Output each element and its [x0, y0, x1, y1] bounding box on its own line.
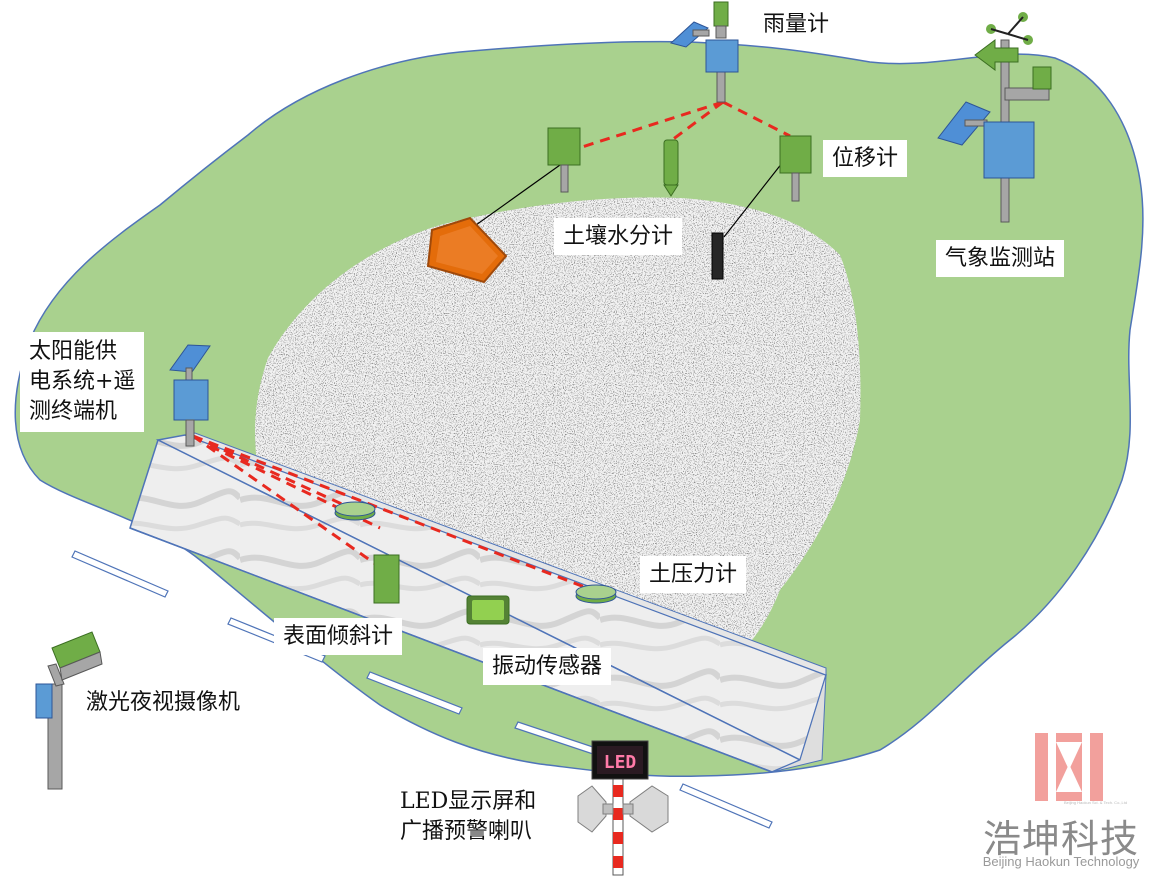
logo-tiny-text: Beijing Haokun Sci. & Tech. Co.,Ltd [1064, 800, 1128, 805]
led-warning-station: LED [577, 740, 669, 876]
target-highlight [436, 226, 498, 274]
surface-inclinometer [373, 554, 400, 604]
earth-pressure-gauge-1 [334, 501, 376, 521]
soil-moisture-sensor [547, 127, 581, 193]
label-vibration-sensor: 振动传感器 [483, 648, 612, 685]
label-led-speaker: LED显示屏和 广播预警喇叭 [400, 789, 537, 844]
label-weather-station: 气象监测站 [936, 240, 1065, 277]
label-surface-inclinometer: 表面倾斜计 [274, 618, 403, 655]
label-solar-terminal: 太阳能供 电系统+遥 测终端机 [20, 332, 145, 432]
rain-gauge [669, 1, 739, 103]
vibration-sensor [466, 595, 510, 625]
solar-telemetry-terminal [169, 344, 211, 447]
label-soil-moisture: 土壤水分计 [554, 218, 683, 255]
logo-english-name: Beijing Haokun Technology [982, 854, 1140, 869]
earth-pressure-gauge-2 [575, 584, 617, 604]
led-screen-text: LED [604, 752, 637, 773]
soil-moisture-probe [711, 232, 724, 280]
label-rain-gauge: 雨量计 [754, 6, 839, 43]
label-displacement-meter: 位移计 [823, 140, 908, 177]
weather-station [937, 12, 1052, 223]
label-night-camera: 激光夜视摄像机 [77, 684, 250, 721]
haokun-logo: Beijing Haokun Sci. & Tech. Co.,Ltd 浩坤科技… [966, 730, 1156, 877]
probe-pin [663, 139, 679, 197]
night-vision-camera [35, 631, 103, 790]
displacement-sensor [779, 135, 812, 202]
leader-lines [475, 157, 787, 238]
logo-chinese-name: 浩坤科技 [982, 817, 1139, 861]
haokun-logo-mark [1035, 733, 1103, 801]
label-earth-pressure: 土压力计 [640, 556, 747, 593]
